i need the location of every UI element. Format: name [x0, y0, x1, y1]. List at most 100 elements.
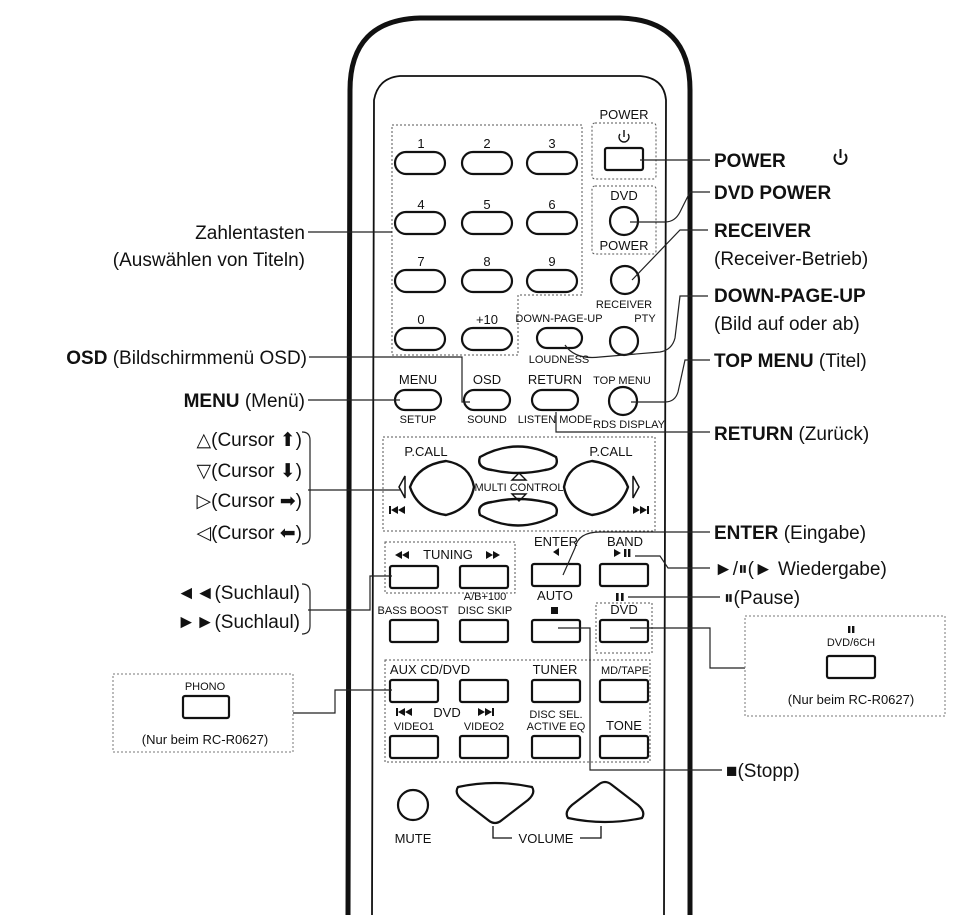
key-label-7: 7 [417, 254, 424, 269]
leader-dvd6ch [630, 627, 745, 669]
pty-button[interactable] [608, 325, 640, 357]
md-tape-button[interactable] [598, 678, 650, 704]
mute-button[interactable] [396, 788, 430, 822]
source-group-frame [384, 659, 651, 763]
ann-stop: ■(Stopp) [726, 761, 800, 782]
menu-button[interactable] [393, 388, 443, 412]
phono-button[interactable] [181, 694, 231, 720]
ann-cursor-down: ▽(Cursor ⬇) [197, 461, 302, 482]
key-4[interactable] [393, 210, 447, 236]
disc-skip-label: DISC SKIP [458, 605, 512, 617]
key-0[interactable] [393, 326, 447, 352]
down-page-up-label: DOWN-PAGE-UP [515, 313, 602, 325]
leader-play-pause [635, 555, 710, 569]
key-9[interactable] [525, 268, 579, 294]
dvd-skip-back-icon [396, 708, 412, 716]
pause-icon [616, 593, 624, 601]
band-play-pause-button[interactable] [598, 562, 650, 588]
dvd-group-label: DVD [433, 705, 460, 720]
dvd-power-label-bottom: POWER [599, 238, 648, 253]
key-label-3: 3 [548, 136, 555, 151]
power-button[interactable] [603, 146, 645, 172]
cursor-group-frame [382, 436, 656, 532]
ann-play-pause: ►/⏸(► Wiedergabe) [714, 559, 887, 580]
key-5[interactable] [460, 210, 514, 236]
dvd-power-label-top: DVD [610, 188, 637, 203]
volume-down-button[interactable] [455, 781, 535, 825]
key-label-1: 1 [417, 136, 424, 151]
ann-power-icon [833, 149, 848, 165]
bass-boost-button[interactable] [388, 618, 440, 644]
leader-phono [292, 689, 392, 714]
ann-search-back: ◄◄(Suchlaul) [177, 583, 300, 604]
menu-label: MENU [399, 372, 437, 387]
mute-label: MUTE [395, 831, 432, 846]
listen-mode-label: LISTEN MODE [518, 414, 593, 426]
video1-button[interactable] [388, 734, 440, 760]
receiver-label: RECEIVER [596, 299, 652, 311]
bass-boost-label: BASS BOOST [378, 605, 449, 617]
search-bracket [301, 583, 311, 635]
video1-label: VIDEO1 [394, 721, 434, 733]
skip-back-icon [389, 475, 406, 514]
cursor-right-button[interactable] [562, 459, 630, 517]
key-6[interactable] [525, 210, 579, 236]
leader-receiver [631, 229, 708, 281]
ann-search-fwd: ►►(Suchlaul) [177, 612, 300, 633]
ann-top-menu: TOP MENU (Titel) [714, 351, 867, 372]
disc-skip-button[interactable] [458, 618, 510, 644]
tuning-down-button[interactable] [388, 564, 440, 590]
auto-stop-button[interactable] [530, 618, 582, 644]
tuner-label: TUNER [533, 662, 578, 677]
key-1[interactable] [393, 150, 447, 176]
cursor-left-button[interactable] [408, 459, 476, 517]
ann-down-page-up: DOWN-PAGE-UP [714, 286, 866, 307]
ann-menu: MENU (Menü) [184, 391, 305, 412]
leader-stop [558, 627, 722, 771]
enter-button[interactable] [530, 562, 582, 588]
enter-arrow-icon [553, 548, 559, 556]
pty-label: PTY [634, 313, 656, 325]
dvd6ch-button[interactable] [825, 654, 877, 680]
dvd-power-button[interactable] [608, 205, 640, 237]
key-label-2: 2 [483, 136, 490, 151]
return-label: RETURN [528, 372, 582, 387]
return-button[interactable] [530, 388, 580, 412]
osd-button[interactable] [462, 388, 512, 412]
disc-sel-button[interactable] [530, 734, 582, 760]
dvd-input-label: DVD [610, 602, 637, 617]
rds-display-label: RDS DISPLAY [593, 419, 666, 431]
down-page-up-button[interactable] [535, 326, 584, 350]
receiver-button[interactable] [609, 264, 641, 296]
pcall-left-label: P.CALL [404, 444, 447, 459]
video2-label: VIDEO2 [464, 721, 504, 733]
dvd6ch-note-text: (Nur beim RC-R0627) [788, 692, 914, 707]
cursor-up-button[interactable] [478, 445, 559, 475]
volume-up-button[interactable] [565, 780, 645, 824]
sound-label: SOUND [467, 414, 507, 426]
phono-note-text: (Nur beim RC-R0627) [142, 732, 268, 747]
key-2[interactable] [460, 150, 514, 176]
aux-cd-dvd-button[interactable] [388, 678, 440, 704]
play-pause-icon [614, 549, 631, 557]
key-plus10[interactable] [460, 326, 514, 352]
phono-label: PHONO [185, 681, 226, 693]
top-menu-button[interactable] [607, 385, 639, 417]
ann-down-page-up-sub: (Bild auf oder ab) [714, 314, 860, 335]
aux-cd-dvd-second-button[interactable] [458, 678, 510, 704]
dvd-input-button[interactable] [598, 618, 650, 644]
key-7[interactable] [393, 268, 447, 294]
video2-button[interactable] [458, 734, 510, 760]
tone-button[interactable] [598, 734, 650, 760]
tuner-button[interactable] [530, 678, 582, 704]
cursor-down-button[interactable] [478, 497, 559, 527]
key-8[interactable] [460, 268, 514, 294]
key-label-5: 5 [483, 197, 490, 212]
tuning-up-button[interactable] [458, 564, 510, 590]
ann-enter: ENTER (Eingabe) [714, 523, 866, 544]
key-3[interactable] [525, 150, 579, 176]
leader-search [308, 575, 392, 611]
md-tape-label: MD/TAPE [601, 665, 649, 677]
power-group-frame [591, 122, 657, 180]
